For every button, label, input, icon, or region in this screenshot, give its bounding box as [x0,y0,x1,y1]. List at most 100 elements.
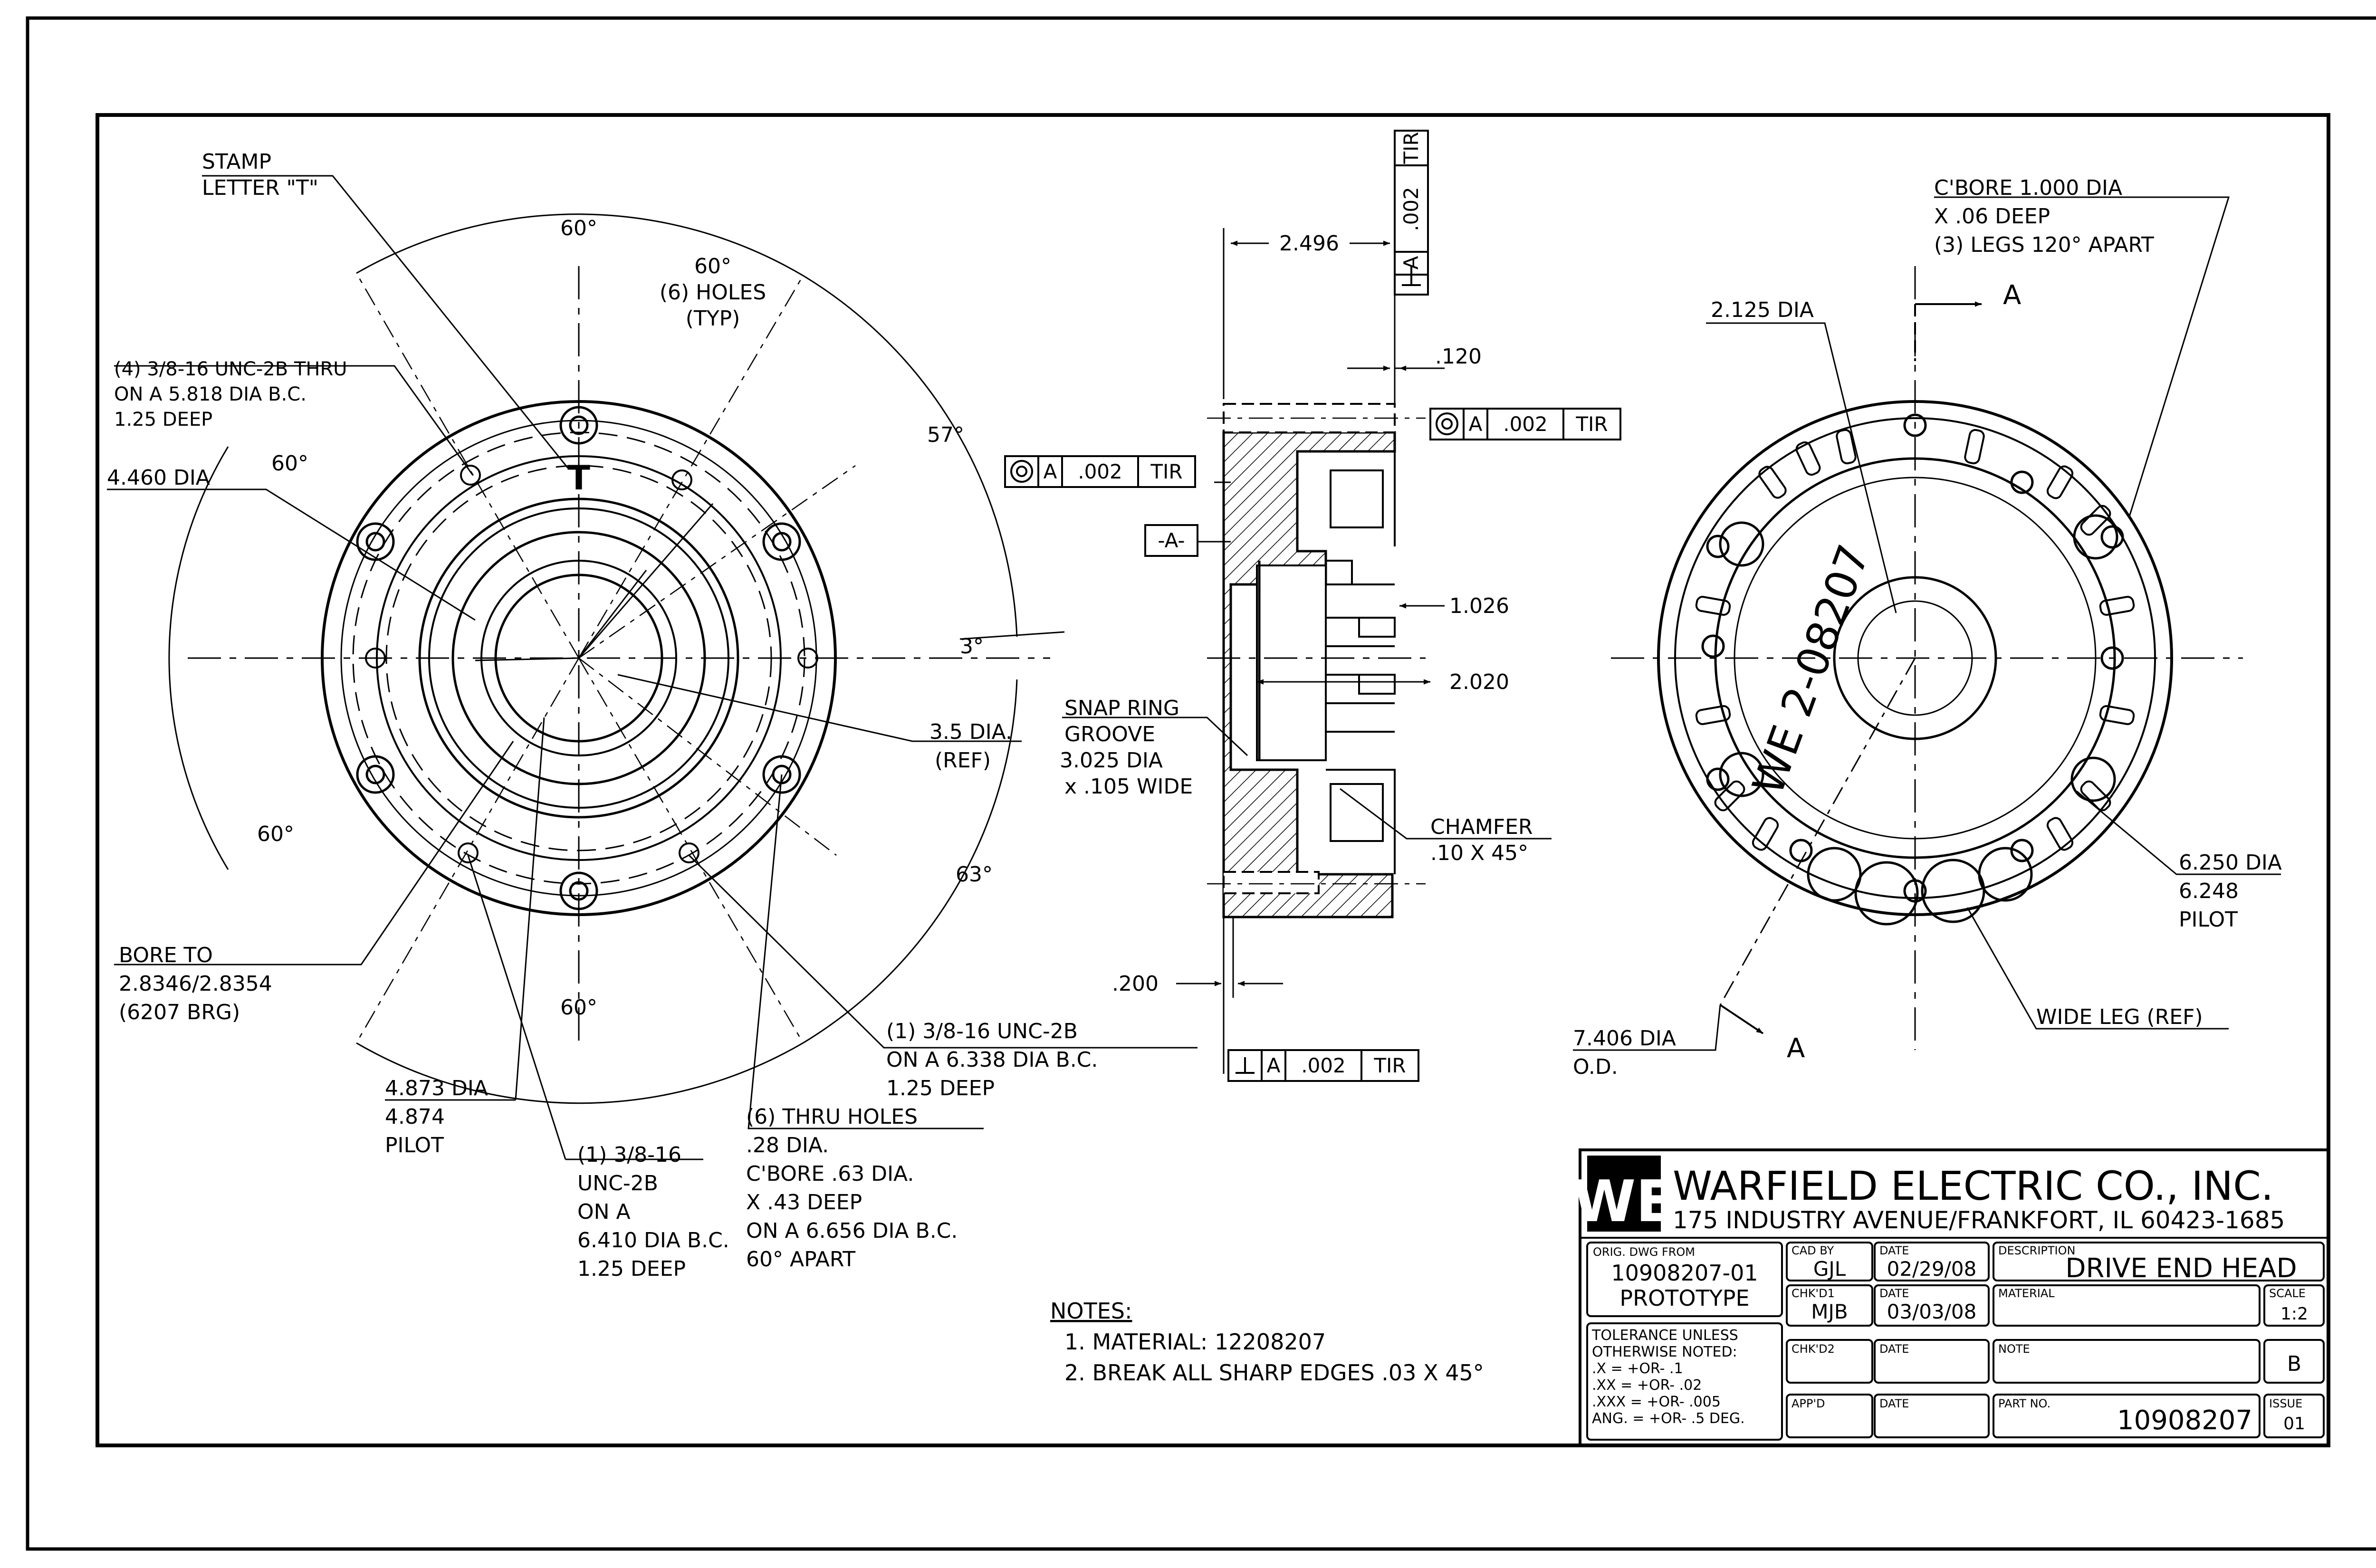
cbore-1: C'BORE 1.000 DIA [1934,176,2122,200]
angle-60-lower-left: 60° [257,822,294,846]
orig-dwg-label: ORIG. DWG FROM [1593,1245,1695,1259]
chkd1-label: CHK'D1 [1792,1287,1835,1300]
tolerance-3: .X = +OR- .1 [1592,1360,1683,1377]
cbore-2: X .06 DEEP [1934,204,2050,229]
tap-6338-1: (1) 3/8-16 UNC-2B [886,1019,1078,1043]
fcf-runout-left [1004,455,1196,488]
tap-6410-4: 6.410 DIA B.C. [577,1228,729,1252]
pilot-6250-2: 6.248 [2179,879,2239,903]
notes-title: NOTES: [1050,1298,1132,1324]
dim-200: .200 [1112,972,1159,996]
dia-4460: 4.460 DIA [107,466,210,490]
tolerance-1: TOLERANCE UNLESS [1591,1327,1738,1344]
date2-value: 03/03/08 [1887,1300,1977,1323]
fcf-runout-top-value: .002 [1503,412,1548,436]
scale-label: SCALE [2269,1287,2306,1300]
bore-2: 2.8346/2.8354 [119,972,272,996]
inner-border [96,113,2330,1447]
snap-ring-4: x .105 WIDE [1064,774,1193,799]
snap-ring-3: 3.025 DIA [1060,748,1163,773]
date2-label: DATE [1879,1287,1909,1300]
angle-60-top: 60° [560,216,597,240]
cbore-3: (3) LEGS 120° APART [1934,233,2154,257]
front-leaders [107,175,1198,1160]
appd-label: APP'D [1792,1397,1825,1410]
fcf-perp-bottom-text: A .002 TIR [1267,1054,1406,1077]
tap-6410-1: (1) 3/8-16 [577,1143,681,1167]
notes: NOTES: 1. MATERIAL: 12208207 2. BREAK AL… [1050,1298,1484,1386]
fcf-perp-bottom-tir: TIR [1373,1054,1406,1077]
dia-35-1: 3.5 DIA. [929,720,1012,744]
part-no-label: PART NO. [1998,1397,2050,1410]
tap-6338-2: ON A 6.338 DIA B.C. [886,1048,1098,1072]
tolerance-2: OTHERWISE NOTED: [1592,1344,1737,1360]
dia-2125: 2.125 DIA [1711,298,1814,322]
section-text: 2.496 .120 1.026 2.020 .200 SNAP RING GR… [1060,231,1533,996]
fcf-vertical-text: A .002 TIR [1399,132,1423,269]
snap-ring-2: GROOVE [1064,722,1155,746]
thru-holes-4: X .43 DEEP [746,1190,862,1214]
angle-60-holes-2: (6) HOLES [660,280,766,305]
thru-note-3: 1.25 DEEP [114,409,212,430]
chamfer-2: .10 X 45° [1430,841,1528,865]
wide-leg: WIDE LEG (REF) [2036,1005,2203,1029]
issue-label: ISSUE [2269,1397,2302,1410]
rear-leaders [1573,196,2281,1051]
issue-value: 01 [2283,1414,2305,1434]
cad-by-value: GJL [1813,1257,1846,1281]
note-2: 2. BREAK ALL SHARP EDGES .03 X 45° [1064,1360,1484,1386]
section-a-top: A [2003,280,2021,311]
date3-label: DATE [1879,1342,1909,1356]
orig-dwg-value-2: PROTOTYPE [1619,1285,1749,1311]
fcf-vertical-value: .002 [1399,187,1423,231]
fcf-runout-left-a: A [1044,460,1057,483]
note-1: 1. MATERIAL: 12208207 [1064,1329,1326,1355]
thru-holes-2: .28 DIA. [746,1133,829,1157]
date1-value: 02/29/08 [1887,1257,1977,1281]
tolerance-6: ANG. = +OR- .5 DEG. [1592,1410,1745,1427]
date1-label: DATE [1879,1244,1909,1257]
pilot-6250-3: PILOT [2179,908,2238,932]
rear-view-text: C'BORE 1.000 DIA X .06 DEEP (3) LEGS 120… [1573,176,2282,1079]
angle-3: 3° [960,634,984,659]
snap-ring-1: SNAP RING [1064,696,1179,720]
thru-holes-6: 60° APART [746,1247,855,1272]
stamp-letter-t: T [567,459,590,497]
date4-label: DATE [1879,1397,1909,1410]
cad-by-label: CAD BY [1792,1244,1834,1257]
fcf-vertical [1394,130,1429,296]
front-view [168,213,1050,1104]
rear-view [1611,266,2243,1050]
section-a-bottom: A [1787,1033,1805,1064]
fcf-runout-left-tir: TIR [1150,460,1182,483]
dim-120: .120 [1435,344,1482,369]
datum-a-label: -A- [1158,529,1185,552]
fcf-runout-top-tir: TIR [1575,412,1608,436]
thru-holes-5: ON A 6.656 DIA B.C. [746,1219,958,1243]
datum-a [1144,524,1198,557]
tap-6410-2: UNC-2B [577,1171,658,1195]
od-7406-2: O.D. [1573,1055,1618,1079]
fcf-runout-left-text: A .002 TIR [1044,460,1183,483]
title-block-text: WE WARFIELD ELECTRIC CO., INC. 175 INDUS… [1573,1163,2308,1436]
bore-3: (6207 BRG) [119,1000,240,1024]
tap-6338-3: 1.25 DEEP [886,1076,995,1100]
angle-60-holes-3: (TYP) [686,306,740,331]
tap-6410-3: ON A [577,1200,631,1224]
logo: WE [1573,1169,1675,1235]
company-address: 175 INDUSTRY AVENUE/FRANKFORT, IL 60423-… [1673,1206,2285,1234]
description-label: DESCRIPTION [1998,1244,2075,1257]
fcf-runout-top [1429,408,1621,440]
fcf-perp-bottom-value: .002 [1301,1054,1346,1077]
angle-57: 57° [927,423,964,447]
fcf-runout-top-text: A .002 TIR [1469,412,1608,436]
tolerance-5: .XXX = +OR- .005 [1592,1394,1721,1410]
fcf-runout-top-a: A [1469,412,1483,436]
pilot-4873-3: PILOT [385,1133,444,1157]
company-name: WARFIELD ELECTRIC CO., INC. [1673,1163,2273,1209]
title-block [1579,1148,2330,1447]
angle-63: 63° [956,862,993,887]
thru-holes-3: C'BORE .63 DIA. [746,1162,914,1186]
dim-2020: 2.020 [1449,670,1509,694]
